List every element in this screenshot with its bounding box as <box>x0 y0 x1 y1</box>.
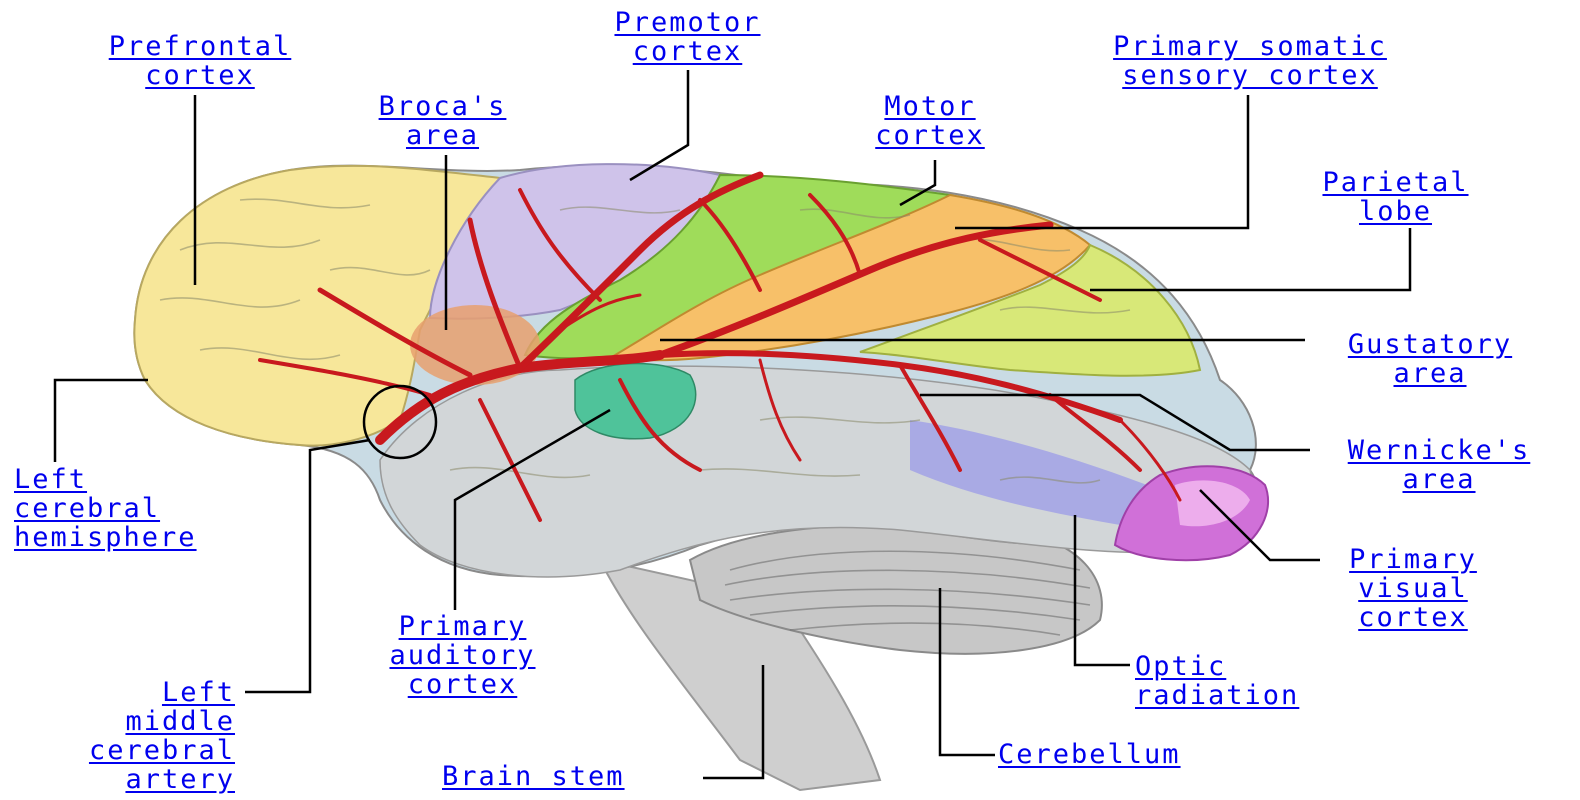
label-line: Parietal <box>1298 168 1493 197</box>
label-line: Prefrontal <box>85 32 315 61</box>
label-line: cortex <box>855 121 1005 150</box>
label-left-cerebral-hemisphere[interactable]: Left cerebral hemisphere <box>14 465 314 552</box>
label-cerebellum[interactable]: Cerebellum <box>998 740 1268 769</box>
label-primary-visual-cortex[interactable]: Primary visual cortex <box>1318 545 1508 632</box>
label-line: cerebral <box>30 736 235 765</box>
label-line: Primary somatic <box>1060 32 1440 61</box>
label-line: cerebral <box>14 494 314 523</box>
label-primary-somatic-sensory-cortex[interactable]: Primary somatic sensory cortex <box>1060 32 1440 90</box>
label-line: cortex <box>1318 603 1508 632</box>
label-brocas-area[interactable]: Broca's area <box>350 92 535 150</box>
label-line: cortex <box>365 670 560 699</box>
label-line: Motor <box>855 92 1005 121</box>
label-gustatory-area[interactable]: Gustatory area <box>1310 330 1550 388</box>
label-parietal-lobe[interactable]: Parietal lobe <box>1298 168 1493 226</box>
label-line: Premotor <box>575 8 800 37</box>
label-line: Left <box>30 678 235 707</box>
label-line: area <box>1308 465 1570 494</box>
label-line: Left <box>14 465 314 494</box>
label-line: hemisphere <box>14 523 314 552</box>
label-motor-cortex[interactable]: Motor cortex <box>855 92 1005 150</box>
auditory-region <box>575 364 696 439</box>
label-prefrontal-cortex[interactable]: Prefrontal cortex <box>85 32 315 90</box>
label-line: Wernicke's <box>1308 436 1570 465</box>
label-line: radiation <box>1135 681 1350 710</box>
label-line: cortex <box>85 61 315 90</box>
label-line: area <box>350 121 535 150</box>
label-line: Brain stem <box>442 762 702 791</box>
label-wernickes-area[interactable]: Wernicke's area <box>1308 436 1570 494</box>
label-brain-stem[interactable]: Brain stem <box>442 762 702 791</box>
label-line: Primary <box>365 612 560 641</box>
label-line: lobe <box>1298 197 1493 226</box>
label-optic-radiation[interactable]: Optic radiation <box>1135 652 1350 710</box>
label-primary-auditory-cortex[interactable]: Primary auditory cortex <box>365 612 560 699</box>
label-line: auditory <box>365 641 560 670</box>
label-line: area <box>1310 359 1550 388</box>
label-line: artery <box>30 765 235 794</box>
label-premotor-cortex[interactable]: Premotor cortex <box>575 8 800 66</box>
label-line: Optic <box>1135 652 1350 681</box>
label-line: cortex <box>575 37 800 66</box>
brocas-area-region <box>410 305 540 385</box>
label-line: sensory cortex <box>1060 61 1440 90</box>
label-left-middle-cerebral-artery[interactable]: Left middle cerebral artery <box>30 678 235 794</box>
label-line: middle <box>30 707 235 736</box>
label-line: Cerebellum <box>998 740 1268 769</box>
label-line: Primary <box>1318 545 1508 574</box>
label-line: Gustatory <box>1310 330 1550 359</box>
label-line: Broca's <box>350 92 535 121</box>
label-line: visual <box>1318 574 1508 603</box>
